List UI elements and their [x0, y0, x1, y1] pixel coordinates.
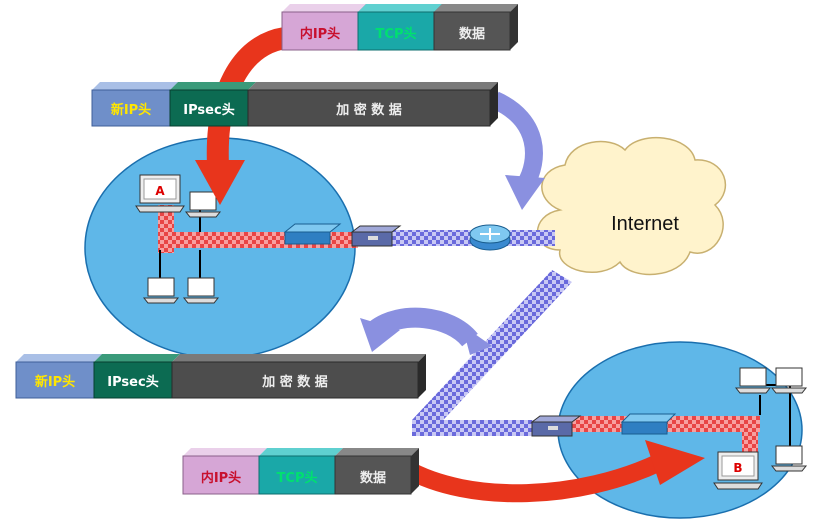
encrypted-data-block: 加 密 数 据 [171, 354, 426, 399]
inner-ip-label: 内IP头 [300, 26, 340, 42]
ipsec-header: IPsec头 [169, 82, 256, 127]
ipsec-header: IPsec头 [93, 354, 180, 399]
internet-label: Internet [611, 213, 679, 235]
packet-top-inner: 内IP头 TCP头 数据 [281, 4, 518, 51]
purple-arrow-middle [360, 307, 492, 355]
computer-b4 [770, 445, 808, 472]
new-ip-label: 新IP头 [35, 374, 75, 390]
computer-b3 [770, 367, 808, 394]
host-a-label: A [155, 184, 165, 198]
purple-arrow-top [490, 91, 545, 210]
inner-ip-label: 内IP头 [201, 470, 241, 486]
tcp-label: TCP头 [277, 470, 318, 486]
encrypted-data-label: 加 密 数 据 [335, 102, 402, 118]
host-b-computer: B [713, 451, 763, 490]
tcp-header: TCP头 [258, 448, 343, 495]
red-arrow-top [195, 27, 288, 205]
encrypted-data-block: 加 密 数 据 [247, 82, 498, 127]
host-a-computer: A [135, 174, 185, 213]
vpn-gateway-b [530, 415, 582, 437]
switch-a [283, 223, 342, 245]
inner-ip-header: 内IP头 [281, 4, 366, 51]
data-label: 数据 [459, 26, 485, 42]
ipsec-label: IPsec头 [107, 374, 158, 390]
red-arrow-bottom [400, 440, 705, 503]
encrypted-data-label: 加 密 数 据 [261, 374, 328, 390]
computer-a4 [182, 277, 220, 304]
tcp-header: TCP头 [357, 4, 442, 51]
host-b-label: B [733, 461, 742, 475]
tcp-label: TCP头 [376, 26, 417, 42]
new-ip-header: 新IP头 [15, 354, 102, 399]
data-label: 数据 [360, 470, 386, 486]
data-block: 数据 [433, 4, 518, 51]
new-ip-header: 新IP头 [91, 82, 178, 127]
computer-a3 [142, 277, 180, 304]
router [469, 224, 511, 251]
computer-b2 [734, 367, 772, 394]
new-ip-label: 新IP头 [111, 102, 151, 118]
internet-cloud: Internet [536, 137, 726, 276]
packet-top-outer: 新IP头 IPsec头 加 密 数 据 [91, 82, 498, 127]
data-block: 数据 [334, 448, 419, 495]
inner-ip-header: 内IP头 [182, 448, 267, 495]
ipsec-label: IPsec头 [183, 102, 234, 118]
packet-bottom-outer: 新IP头 IPsec头 加 密 数 据 [15, 354, 426, 399]
computer-a2 [184, 191, 222, 218]
switch-b [620, 413, 677, 435]
vpn-gateway-a [350, 225, 402, 247]
packet-bottom-inner: 内IP头 TCP头 数据 [182, 448, 419, 495]
